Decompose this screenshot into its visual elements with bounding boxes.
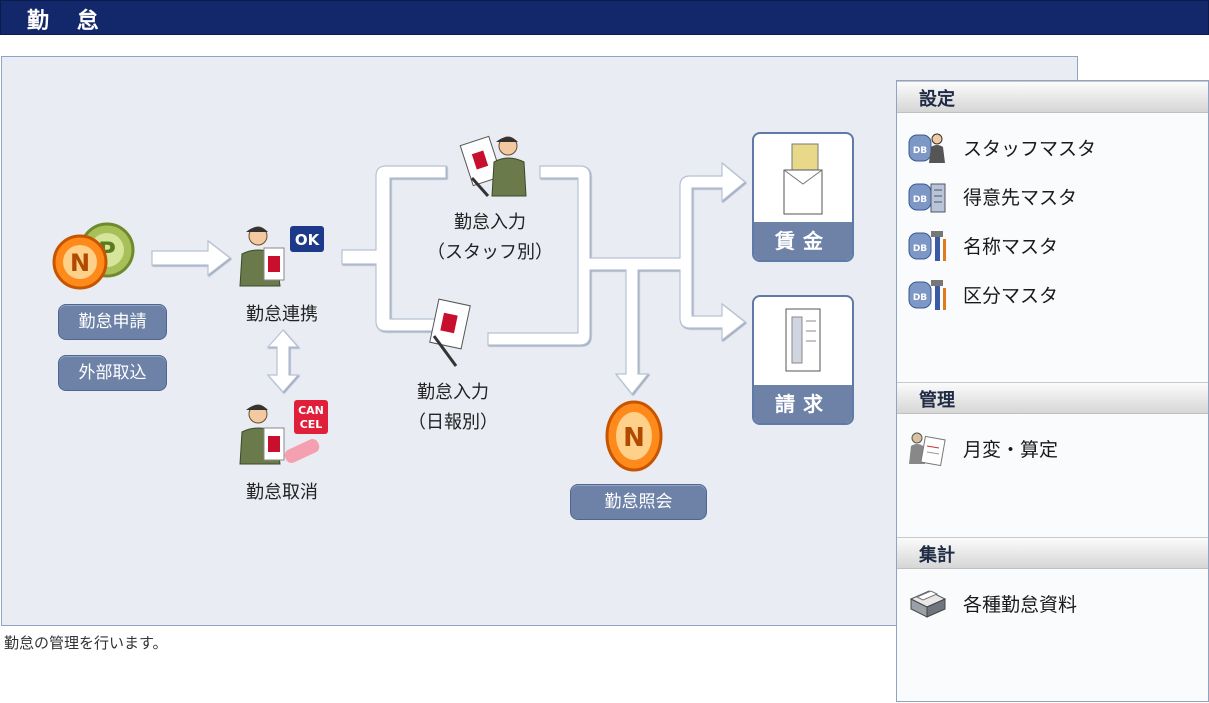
svg-text:CAN: CAN (298, 404, 324, 417)
daily-input-label-1[interactable]: 勤怠入力 (417, 382, 489, 403)
client-master-link[interactable]: DB 得意先マスタ (907, 176, 1197, 216)
arrow-apply-to-link (151, 239, 231, 277)
daily-input-label-2[interactable]: （日報別） (408, 412, 498, 433)
category-master-link[interactable]: DB 区分マスタ (907, 274, 1197, 314)
wage-card[interactable]: 賃金 (752, 132, 854, 262)
printer-icon (909, 590, 947, 618)
monthly-change-link[interactable]: 月変・算定 (907, 428, 1197, 468)
monthly-change-label: 月変・算定 (963, 439, 1059, 461)
wage-envelope-icon (783, 143, 823, 215)
management-section-header: 管理 (897, 382, 1208, 414)
billing-card[interactable]: 請求 (752, 295, 854, 425)
svg-text:DB: DB (913, 244, 927, 254)
page-title: 勤 怠 (27, 9, 109, 34)
aggregate-section-header: 集計 (897, 537, 1208, 569)
billing-label: 請求 (754, 385, 852, 423)
staff-input-icon[interactable] (458, 130, 528, 200)
page-description: 勤怠の管理を行います。 (4, 634, 168, 652)
daily-input-icon[interactable] (426, 298, 476, 370)
link-label[interactable]: 勤怠連携 (246, 304, 318, 325)
import-button[interactable]: 外部取込 (58, 355, 167, 391)
db-building-icon: DB (908, 183, 946, 213)
inquiry-icon[interactable]: N (604, 398, 664, 474)
staff-master-label: スタッフマスタ (963, 138, 1097, 160)
management-heading: 管理 (919, 390, 955, 411)
svg-text:DB: DB (913, 146, 927, 156)
np-logo-icon: P N (52, 222, 135, 290)
client-master-label: 得意先マスタ (963, 187, 1078, 209)
attendance-reports-link[interactable]: 各種勤怠資料 (907, 583, 1197, 623)
settings-heading: 設定 (919, 89, 955, 110)
staff-input-label-2[interactable]: （スタッフ別） (427, 242, 553, 263)
svg-text:N: N (623, 423, 645, 453)
svg-text:OK: OK (295, 231, 321, 249)
name-master-label: 名称マスタ (963, 236, 1059, 258)
svg-text:DB: DB (913, 195, 927, 205)
db-person-icon: DB (908, 133, 945, 163)
settings-panel: 設定 DB スタッフマスタ DB 得意先マスタ DB 名称マスタ (896, 80, 1209, 702)
db-tools-icon: DB (908, 231, 946, 261)
fork-left (341, 165, 447, 332)
apply-button[interactable]: 勤怠申請 (58, 304, 167, 340)
staff-master-link[interactable]: DB スタッフマスタ (907, 127, 1197, 167)
staff-input-label-1[interactable]: 勤怠入力 (454, 212, 526, 233)
page-header: 勤 怠 (0, 0, 1209, 35)
svg-text:CEL: CEL (300, 418, 323, 431)
inquiry-button[interactable]: 勤怠照会 (570, 484, 707, 520)
cancel-icon[interactable]: CAN CEL (236, 400, 332, 472)
settings-section-header: 設定 (897, 81, 1208, 113)
db-tools-icon: DB (908, 280, 946, 310)
attendance-reports-label: 各種勤怠資料 (963, 594, 1078, 616)
name-master-link[interactable]: DB 名称マスタ (907, 225, 1197, 265)
wage-label: 賃金 (754, 222, 852, 260)
category-master-label: 区分マスタ (963, 285, 1059, 307)
link-ok-icon[interactable]: OK (236, 222, 328, 294)
cancel-label[interactable]: 勤怠取消 (246, 482, 318, 503)
svg-text:DB: DB (913, 293, 927, 303)
billing-document-icon (785, 308, 821, 372)
fork-right-merge (487, 161, 746, 395)
arrow-link-cancel (266, 329, 300, 393)
svg-text:N: N (70, 249, 90, 277)
document-person-icon (909, 432, 946, 466)
aggregate-heading: 集計 (919, 545, 955, 566)
